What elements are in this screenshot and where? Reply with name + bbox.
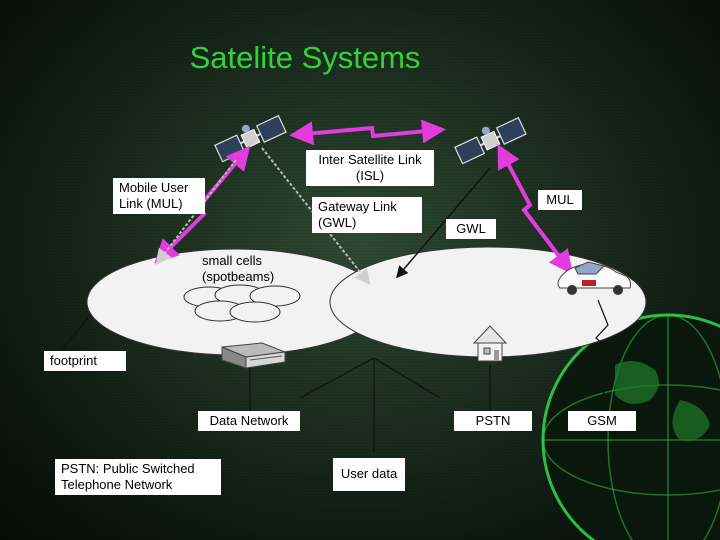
gwl-left-label: Gateway Link (GWL) [312,197,422,233]
satellite-left-icon [212,110,286,161]
isl-arrow [305,128,438,136]
isl-label: Inter Satellite Link (ISL) [306,150,434,186]
gsm-label: GSM [568,411,636,431]
page-title: Satelite Systems [0,40,610,76]
mul-right-label: MUL [538,190,582,210]
satellite-right-icon [452,112,526,163]
data-network-label: Data Network [198,411,300,431]
pstn-label: PSTN [454,411,532,431]
pstn-legend: PSTN: Public Switched Telephone Network [55,459,221,495]
small-cells-label: small cells (spotbeams) [202,253,292,285]
mul-left-label: Mobile User Link (MUL) [113,178,205,214]
footprint-label: footprint [44,351,126,371]
user-data-label: User data [333,458,405,491]
gwl-right-label: GWL [446,219,496,239]
